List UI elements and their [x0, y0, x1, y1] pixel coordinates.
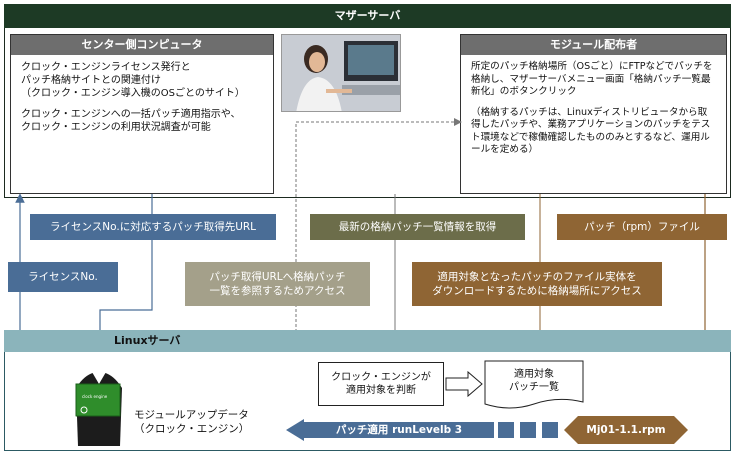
latest-list-label: 最新の格納パッチ一覧情報を取得	[310, 214, 525, 240]
module-paragraph-1: 所定のパッチ格納場所（OSごと）にFTPなどでパッチを格納し、マザーサーバメニュ…	[471, 61, 713, 97]
access-download-label: 適用対象となったパッチのファイル実体を ダウンロードするために格納場所にアクセス	[412, 262, 662, 306]
target-list-label: 適用対象 パッチ一覧	[509, 369, 559, 393]
module-updater-figure: clock engine	[68, 358, 130, 446]
center-paragraph-2: クロック・エンジンへの一括パッチ適用指示や、 クロック・エンジンの利用状況調査が…	[21, 109, 241, 133]
operator-illustration-icon	[282, 35, 400, 111]
patch-apply-label: パッチ適用 runLevelb 3	[335, 424, 463, 436]
center-computer-title: センター側コンピュータ	[11, 35, 273, 55]
mother-server-title: マザーサーバ	[4, 4, 731, 28]
operator-photo	[281, 34, 401, 112]
patch-file-label: パッチ（rpm）ファイル	[557, 214, 727, 240]
svg-text:clock engine: clock engine	[82, 394, 108, 399]
target-list-doc-icon	[484, 360, 584, 409]
license-no-label: ライセンスNo.	[8, 262, 118, 292]
linux-server-title: Linuxサーバ	[4, 330, 731, 352]
access-list-label: パッチ取得URLへ格納パッチ 一覧を参照するためアクセス	[185, 262, 370, 306]
decide-target-box: クロック・エンジンが 適用対象を判断	[318, 362, 444, 406]
license-url-label: ライセンスNo.に対応するパッチ取得先URL	[30, 214, 276, 240]
patch-apply-arrow-icon	[286, 419, 494, 441]
module-distributor-title: モジュール配布者	[461, 35, 726, 55]
decide-arrow-icon	[445, 370, 483, 398]
packet-square-2	[520, 422, 536, 438]
center-computer-panel: センター側コンピュータ クロック・エンジンライセンス発行と パッチ格納サイトとの…	[10, 34, 274, 194]
rpm-file-label: Mj01-1.1.rpm	[586, 424, 666, 436]
packet-square-3	[542, 422, 558, 438]
module-paragraph-2: （格納するパッチは、Linuxディストリビュータから取得したパッチや、業務アプリ…	[471, 106, 711, 156]
packet-square-1	[498, 422, 514, 438]
module-updater-label: モジュールアップデータ （クロック・エンジン）	[134, 409, 250, 435]
rpm-file-shape	[564, 416, 688, 444]
module-distributor-panel: モジュール配布者 所定のパッチ格納場所（OSごと）にFTPなどでパッチを格納し、…	[460, 34, 727, 194]
center-paragraph-1: クロック・エンジンライセンス発行と パッチ格納サイトとの関連付け （クロック・エ…	[21, 62, 245, 99]
butler-icon: clock engine	[68, 372, 130, 446]
